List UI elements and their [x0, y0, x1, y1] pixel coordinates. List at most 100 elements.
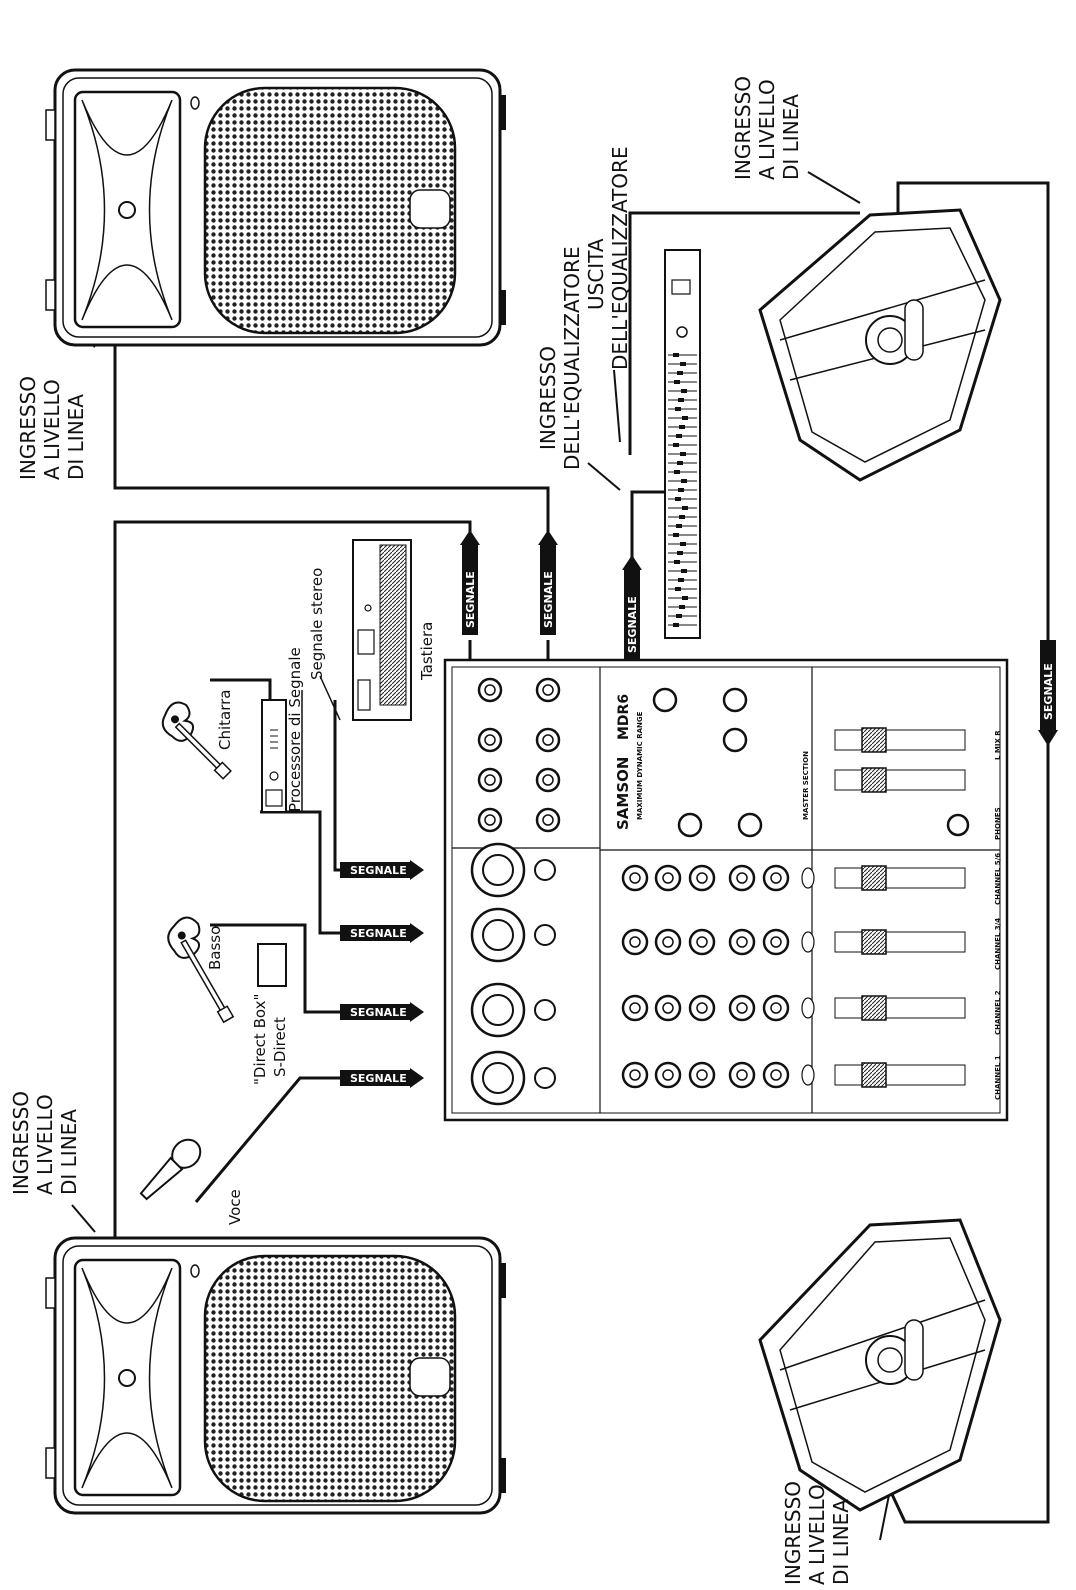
- eq-slider-cap: [679, 605, 685, 609]
- svg-text:A LIVELLO: A LIVELLO: [40, 379, 64, 480]
- eq-slider-cap: [681, 389, 687, 393]
- eq-slider-cap: [675, 587, 681, 591]
- fader-track: [834, 931, 966, 953]
- eq-slider-cap: [674, 380, 680, 384]
- mixer-knob-center: [770, 1069, 782, 1081]
- fader-cap: [861, 767, 887, 793]
- eq-slider-cap: [675, 497, 681, 501]
- mixer-channel-1: CHANNEL 1: [994, 1055, 1002, 1100]
- eq-slider-cap: [676, 614, 682, 618]
- eq-slider-cap: [674, 470, 680, 474]
- bass-icon: [167, 916, 235, 1024]
- output-jack-hole: [484, 734, 496, 746]
- eq-slider-cap: [682, 416, 688, 420]
- output-jack-hole: [542, 774, 554, 786]
- svg-text:A LIVELLO: A LIVELLO: [755, 79, 779, 180]
- equalizer: [664, 249, 701, 639]
- svg-text:"Direct Box": "Direct Box": [251, 994, 269, 1085]
- label-line-in-bottom-left: INGRESSO A LIVELLO DI LINEA: [9, 1091, 81, 1195]
- output-jack-hole: [542, 684, 554, 696]
- mixer-model: MDR6: [616, 694, 632, 740]
- svg-text:DI LINEA: DI LINEA: [57, 1109, 81, 1195]
- eq-slider-cap: [673, 533, 679, 537]
- eq-slider-cap: [677, 371, 683, 375]
- eq-slider-cap: [679, 515, 685, 519]
- monitor-top: [758, 208, 1002, 482]
- fader-cap: [861, 727, 887, 753]
- svg-text:SEGNALE: SEGNALE: [350, 1072, 407, 1085]
- label-voice: Voce: [226, 1189, 244, 1225]
- svg-text:SEGNALE: SEGNALE: [464, 571, 477, 628]
- gain-knob: [534, 859, 556, 881]
- label-eq-output: USCITA DELL'EQUALIZZATORE: [584, 146, 632, 370]
- master-knob: [722, 687, 748, 713]
- output-jack-hole: [484, 814, 496, 826]
- svg-text:SEGNALE: SEGNALE: [626, 596, 639, 653]
- mixer-knob-center: [629, 1002, 641, 1014]
- eq-slider-cap: [677, 551, 683, 555]
- eq-slider-cap: [673, 443, 679, 447]
- mixer-faders: [801, 727, 966, 1088]
- svg-text:A LIVELLO: A LIVELLO: [805, 1484, 829, 1585]
- mixer-knobs: [621, 687, 790, 1089]
- mixer-mix: L MIX R: [994, 730, 1002, 760]
- svg-text:SEGNALE: SEGNALE: [350, 1006, 407, 1019]
- xlr-combo-inner: [482, 854, 514, 886]
- fader-cap: [861, 995, 887, 1021]
- phones-jack: [946, 813, 970, 837]
- fader-cap: [861, 1062, 887, 1088]
- mixer-knob-center: [662, 1069, 674, 1081]
- mixer-brand: SAMSON: [614, 757, 632, 830]
- fader-track: [834, 867, 966, 889]
- svg-text:A LIVELLO: A LIVELLO: [33, 1094, 57, 1195]
- signal-tag-bass: SEGNALE: [340, 1002, 424, 1022]
- label-bass: Basso: [206, 926, 224, 970]
- mixer-knob-center: [662, 1002, 674, 1014]
- gain-knob: [534, 1067, 556, 1089]
- label-line-in-top-left: INGRESSO A LIVELLO DI LINEA: [16, 376, 88, 480]
- svg-text:DELL'EQUALIZZATORE: DELL'EQUALIZZATORE: [608, 146, 632, 370]
- svg-text:USCITA: USCITA: [584, 238, 608, 310]
- xlr-combo-inner: [482, 1062, 514, 1094]
- mixer-channel-3-4: CHANNEL 3/4: [994, 918, 1002, 970]
- cable-monitor-loop: [888, 181, 1050, 1524]
- svg-text:INGRESSO: INGRESSO: [536, 346, 560, 450]
- mute-button: [801, 1064, 815, 1086]
- mute-button: [801, 997, 815, 1019]
- mixer-knob-center: [696, 1002, 708, 1014]
- output-jack-hole: [542, 814, 554, 826]
- cable-top-speaker: [113, 342, 550, 540]
- cable-eq-input: [630, 490, 670, 565]
- signal-tag-stereo-2: SEGNALE: [340, 923, 424, 943]
- mixer-knob-center: [629, 1069, 641, 1081]
- mixer-knob-center: [696, 1069, 708, 1081]
- mixer-knob-center: [770, 872, 782, 884]
- master-fader-right: [834, 769, 966, 791]
- eq-slider-cap: [678, 398, 684, 402]
- output-jack-hole: [542, 734, 554, 746]
- svg-text:SEGNALE: SEGNALE: [1042, 663, 1055, 720]
- svg-text:DI LINEA: DI LINEA: [829, 1499, 853, 1585]
- mixer-knob-center: [736, 872, 748, 884]
- signal-tag-eq: SEGNALE: [622, 555, 642, 660]
- fader-track: [834, 1064, 966, 1086]
- eq-slider-cap: [677, 461, 683, 465]
- eq-slider-cap: [681, 569, 687, 573]
- eq-sliders: [668, 353, 697, 627]
- mixer-knob-center: [770, 936, 782, 948]
- cable-eq-output: [628, 211, 860, 455]
- label-keyboard: Tastiera: [418, 622, 436, 681]
- keyboard: [352, 539, 412, 721]
- fader-cap: [861, 929, 887, 955]
- eq-slider-cap: [679, 425, 685, 429]
- signal-processor: [261, 699, 287, 813]
- label-line-in-bottom-right: INGRESSO A LIVELLO DI LINEA: [781, 1481, 853, 1585]
- gain-knob: [534, 924, 556, 946]
- svg-text:SEGNALE: SEGNALE: [542, 571, 555, 628]
- direct-box: [257, 943, 287, 987]
- svg-text:DI LINEA: DI LINEA: [779, 94, 803, 180]
- xlr-combo-inner: [482, 994, 514, 1026]
- mixer-knob-center: [736, 936, 748, 948]
- svg-text:INGRESSO: INGRESSO: [16, 376, 40, 480]
